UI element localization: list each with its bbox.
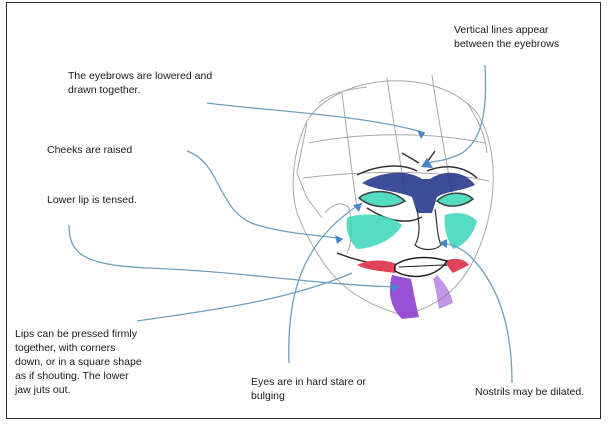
label-nostrils: Nostrils may be dilated.	[475, 385, 605, 399]
diagram-frame: Vertical lines appear between the eyebro…	[6, 2, 601, 419]
leader-vertical-lines	[427, 65, 486, 163]
lip-corner-left	[357, 261, 399, 274]
label-vertical-lines: Vertical lines appear between the eyebro…	[454, 23, 599, 51]
right-eye-region	[437, 193, 473, 206]
left-eye-region	[359, 192, 405, 207]
label-cheeks: Cheeks are raised	[47, 143, 197, 157]
label-lower-lip: Lower lip is tensed.	[47, 193, 197, 207]
nose-sketch	[415, 208, 441, 250]
leader-eyebrows	[207, 103, 425, 133]
label-eyes: Eyes are in hard stare or bulging	[251, 375, 401, 403]
label-lips: Lips can be pressed firmly together, wit…	[15, 327, 195, 397]
lip-corner-right	[445, 259, 469, 273]
right-cheek-region	[444, 213, 477, 249]
leader-lips	[137, 273, 352, 321]
leader-cheeks	[187, 151, 343, 239]
label-eyebrows: The eyebrows are lowered and drawn toget…	[68, 69, 268, 97]
